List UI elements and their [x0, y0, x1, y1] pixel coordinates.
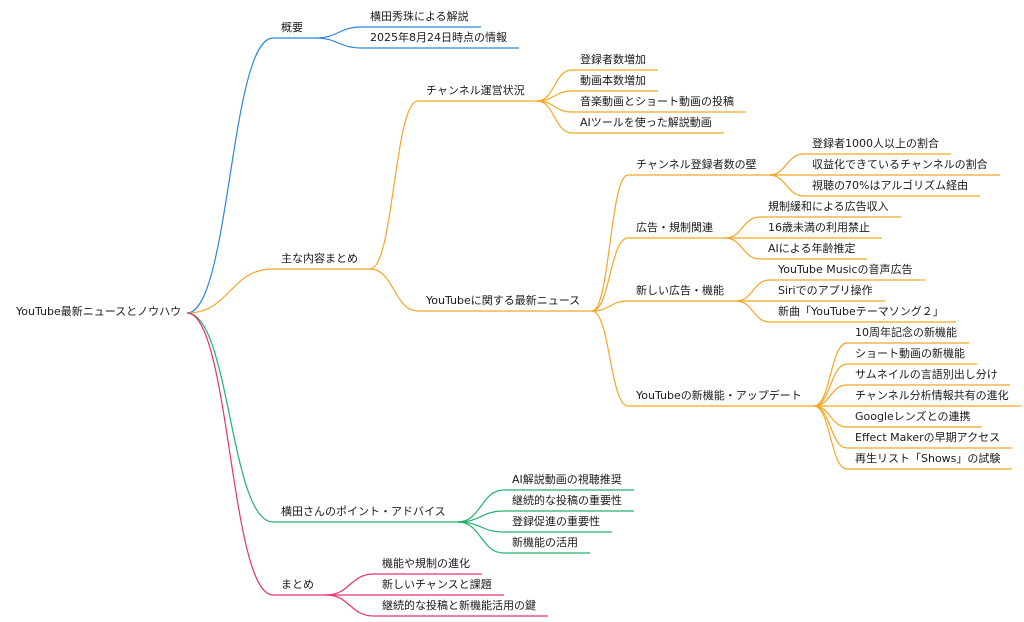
leaf-advice-ai-video-connector — [457, 489, 505, 523]
leaf-feature-10th-connector — [813, 342, 848, 407]
node-ads-regulation[interactable]: 広告・規制関連 — [636, 221, 713, 234]
node-new-ads-connector — [591, 300, 629, 312]
leaf-summary-key-connector — [325, 594, 375, 617]
leaf-summary-chances[interactable]: 新しいチャンスと課題 — [382, 578, 492, 591]
leaf-newads-theme-song-connector — [735, 300, 771, 323]
leaf-feature-analytics[interactable]: チャンネル分析情報共有の進化 — [855, 389, 1009, 402]
leaf-overview-date-connector — [314, 37, 363, 49]
leaf-ads-age-ai[interactable]: AIによる年齢推定 — [768, 242, 856, 255]
leaf-newads-music[interactable]: YouTube Musicの音声広告 — [778, 263, 913, 276]
leaf-advice-subscribe[interactable]: 登録促進の重要性 — [512, 515, 600, 528]
node-new-ads[interactable]: 新しい広告・機能 — [636, 284, 724, 297]
leaf-advice-features-connector — [457, 521, 505, 554]
leaf-channel-subscribers[interactable]: 登録者数増加 — [580, 53, 646, 66]
node-latest-news[interactable]: YouTubeに関する最新ニュース — [426, 294, 581, 307]
leaf-feature-shorts-connector — [813, 363, 848, 407]
leaf-wall-monetized[interactable]: 収益化できているチャンネルの割合 — [812, 158, 988, 171]
branch-advice-connector — [186, 312, 274, 523]
leaf-channel-music-shorts[interactable]: 音楽動画とショート動画の投稿 — [580, 95, 734, 108]
node-new-features[interactable]: YouTubeの新機能・アップデート — [636, 389, 802, 402]
node-new-features-connector — [591, 310, 629, 407]
leaf-wall-1000[interactable]: 登録者1000人以上の割合 — [812, 137, 939, 150]
node-ads-regulation-connector — [591, 237, 629, 312]
leaf-wall-1000-connector — [768, 153, 805, 176]
node-subscriber-wall[interactable]: チャンネル登録者数の壁 — [636, 158, 757, 171]
leaf-feature-effect-maker-connector — [813, 405, 848, 449]
branch-advice[interactable]: 横田さんのポイント・アドバイス — [281, 505, 446, 518]
leaf-channel-videos[interactable]: 動画本数増加 — [580, 74, 646, 87]
leaf-newads-theme-song[interactable]: 新曲「YouTubeテーマソング２」 — [778, 305, 944, 318]
leaf-feature-shorts[interactable]: ショート動画の新機能 — [855, 347, 965, 360]
leaf-feature-10th[interactable]: 10周年記念の新機能 — [855, 326, 957, 339]
branch-overview-connector — [186, 37, 274, 314]
branch-contents[interactable]: 主な内容まとめ — [281, 252, 358, 265]
leaf-newads-music-connector — [735, 279, 771, 302]
leaf-ads-deregulation-connector — [724, 216, 761, 239]
leaf-feature-thumbnail-connector — [813, 384, 848, 407]
node-latest-news-connector — [369, 268, 419, 312]
branch-summary-connector — [186, 312, 274, 596]
leaf-wall-algorithm[interactable]: 視聴の70%はアルゴリズム経由 — [812, 179, 969, 192]
root-node[interactable]: YouTube最新ニュースとノウハウ — [16, 305, 182, 318]
leaf-feature-lens-connector — [813, 405, 848, 428]
leaf-feature-lens[interactable]: Googleレンズとの連携 — [855, 410, 971, 423]
branch-contents-connector — [186, 268, 274, 314]
leaf-newads-siri[interactable]: Siriでのアプリ操作 — [778, 284, 873, 297]
leaf-feature-effect-maker[interactable]: Effect Makerの早期アクセス — [855, 431, 1001, 444]
leaf-advice-ai-video[interactable]: AI解説動画の視聴推奨 — [512, 473, 622, 486]
leaf-ads-deregulation[interactable]: 規制緩和による広告収入 — [768, 200, 889, 213]
leaf-overview-date[interactable]: 2025年8月24日時点の情報 — [370, 31, 507, 44]
leaf-feature-shows[interactable]: 再生リスト「Shows」の試験 — [855, 452, 1001, 465]
leaf-summary-evolution[interactable]: 機能や規制の進化 — [382, 557, 470, 570]
leaf-summary-key[interactable]: 継続的な投稿と新機能活用の鍵 — [382, 599, 536, 612]
leaf-ads-age-ai-connector — [724, 237, 761, 260]
leaf-advice-features[interactable]: 新機能の活用 — [512, 536, 578, 549]
branch-overview[interactable]: 概要 — [281, 21, 303, 34]
leaf-summary-evolution-connector — [325, 573, 375, 596]
leaf-advice-posting[interactable]: 継続的な投稿の重要性 — [512, 494, 622, 507]
node-channel-status-connector — [369, 100, 419, 270]
leaf-overview-author-connector — [314, 26, 363, 39]
leaf-feature-thumbnail[interactable]: サムネイルの言語別出し分け — [855, 368, 998, 381]
node-subscriber-wall-connector — [591, 174, 629, 312]
leaf-overview-author[interactable]: 横田秀珠による解説 — [370, 10, 469, 23]
leaf-feature-shows-connector — [813, 405, 848, 470]
node-channel-status[interactable]: チャンネル運営状況 — [426, 84, 525, 97]
leaf-wall-algorithm-connector — [768, 174, 805, 197]
leaf-channel-ai-tools[interactable]: AIツールを使った解説動画 — [580, 116, 712, 129]
branch-summary[interactable]: まとめ — [281, 578, 314, 591]
leaf-channel-ai-tools-connector — [536, 100, 573, 134]
leaf-ads-under16[interactable]: 16歳未満の利用禁止 — [768, 221, 870, 234]
